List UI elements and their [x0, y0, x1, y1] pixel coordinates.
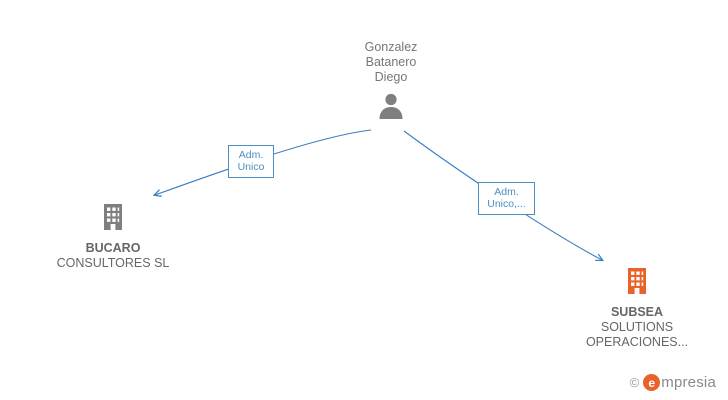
person-name-label: Gonzalez Batanero Diego [364, 40, 418, 84]
person-icon [336, 91, 446, 121]
company-name-primary: SUBSEA [610, 305, 664, 319]
brand-logo-icon: e [643, 374, 661, 391]
watermark-empresia: © e mpresia [630, 374, 716, 391]
node-company-bucaro-consultores-sl[interactable]: BUCARO CONSULTORES SL [33, 202, 193, 271]
node-company-subsea-solutions-operaciones[interactable]: SUBSEA SOLUTIONS OPERACIONES... [557, 266, 717, 350]
edge-label-adm-unico-subsea[interactable]: Adm. Unico,... [478, 182, 535, 215]
building-icon [33, 202, 193, 232]
company-name-secondary: SOLUTIONS OPERACIONES... [585, 320, 689, 349]
building-icon [557, 266, 717, 296]
brand-name-label: mpresia [661, 374, 716, 391]
copyright-symbol: © [629, 375, 640, 390]
company-name-primary: BUCARO [85, 241, 141, 255]
company-name-secondary: CONSULTORES SL [56, 256, 170, 270]
edge-label-adm-unico-bucaro[interactable]: Adm. Unico [228, 145, 274, 178]
node-person-gonzalez-batanero-diego[interactable]: Gonzalez Batanero Diego [336, 40, 446, 121]
